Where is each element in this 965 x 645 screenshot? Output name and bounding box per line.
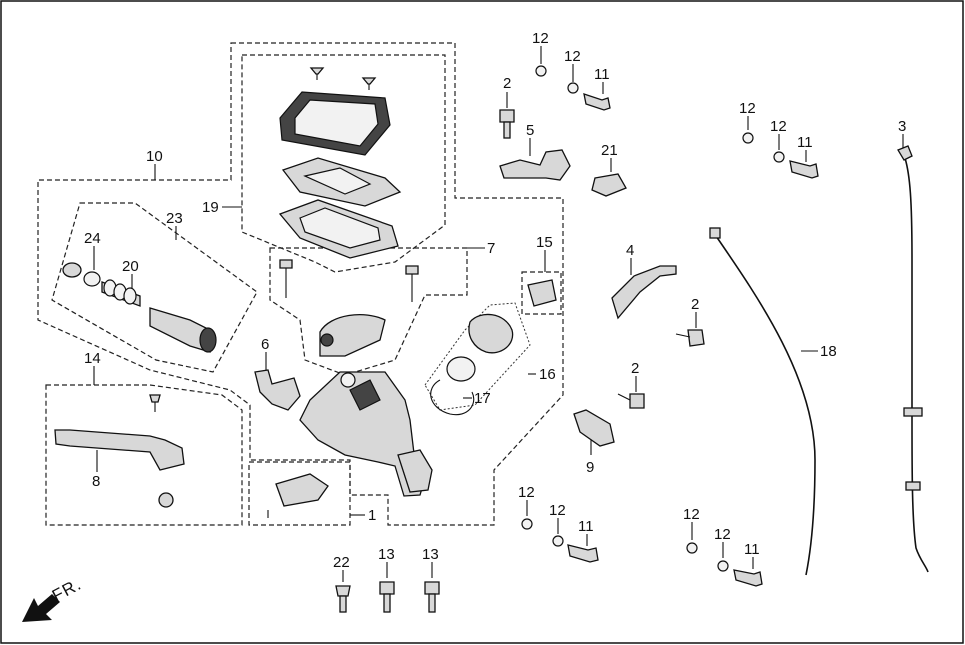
callout-10: 10 — [146, 148, 163, 165]
callout-2-top: 2 — [503, 75, 511, 92]
holder-parts — [279, 259, 419, 357]
callout-12-top-b: 12 — [564, 48, 581, 65]
callout-11-top: 11 — [594, 66, 610, 83]
callout-12-upper-b: 12 — [770, 118, 787, 135]
callout-12-bottom-b: 12 — [549, 502, 566, 519]
callout-20: 20 — [122, 258, 139, 275]
cables — [709, 145, 929, 576]
callout-11-upper: 11 — [797, 134, 813, 151]
leader-lines — [93, 46, 904, 582]
callout-13-left: 13 — [378, 546, 395, 563]
group-outlines — [37, 42, 564, 526]
callout-18: 18 — [820, 343, 837, 360]
callout-13-right: 13 — [422, 546, 439, 563]
callout-7: 7 — [487, 240, 495, 257]
lever-parts — [54, 394, 185, 508]
callout-12-right-b: 12 — [714, 526, 731, 543]
callout-8: 8 — [92, 473, 100, 490]
callout-12-upper-a: 12 — [739, 100, 756, 117]
callout-14: 14 — [84, 350, 101, 367]
callout-24: 24 — [84, 230, 101, 247]
callout-17: 17 — [474, 390, 491, 407]
callout-5: 5 — [526, 122, 534, 139]
callout-4: 4 — [626, 242, 634, 259]
rings-parts — [430, 313, 514, 416]
callout-12-top-a: 12 — [532, 30, 549, 47]
piston-kit-parts — [62, 262, 217, 353]
callout-1: 1 — [368, 507, 376, 524]
top-right-hardware — [499, 65, 627, 197]
right-side-hardware — [521, 132, 819, 587]
callout-21: 21 — [601, 142, 618, 159]
callout-11-bottom: 11 — [578, 518, 594, 535]
front-direction-label: FR. — [49, 574, 85, 605]
callout-12-right-a: 12 — [683, 506, 700, 523]
part-6 — [254, 369, 301, 411]
reservoir-cap-parts — [278, 67, 402, 259]
callout-2-mid: 2 — [691, 296, 699, 313]
callout-22: 22 — [333, 554, 350, 571]
bolts-bottom — [335, 581, 440, 613]
callout-23: 23 — [166, 210, 183, 227]
callout-19: 19 — [202, 199, 219, 216]
callout-9: 9 — [586, 459, 594, 476]
callout-15: 15 — [536, 234, 553, 251]
small-part-15 — [527, 279, 557, 307]
callout-3: 3 — [898, 118, 906, 135]
callout-12-bottom-a: 12 — [518, 484, 535, 501]
callout-labels: 10 19 23 24 20 7 15 6 16 17 14 8 1 22 13… — [84, 30, 906, 571]
callout-16: 16 — [539, 366, 556, 383]
front-direction-arrow-icon — [22, 594, 60, 622]
callout-2-low: 2 — [631, 360, 639, 377]
callout-11-right: 11 — [744, 541, 760, 558]
master-cylinder-body — [299, 371, 433, 497]
callout-6: 6 — [261, 336, 269, 353]
switch-parts — [267, 473, 329, 518]
